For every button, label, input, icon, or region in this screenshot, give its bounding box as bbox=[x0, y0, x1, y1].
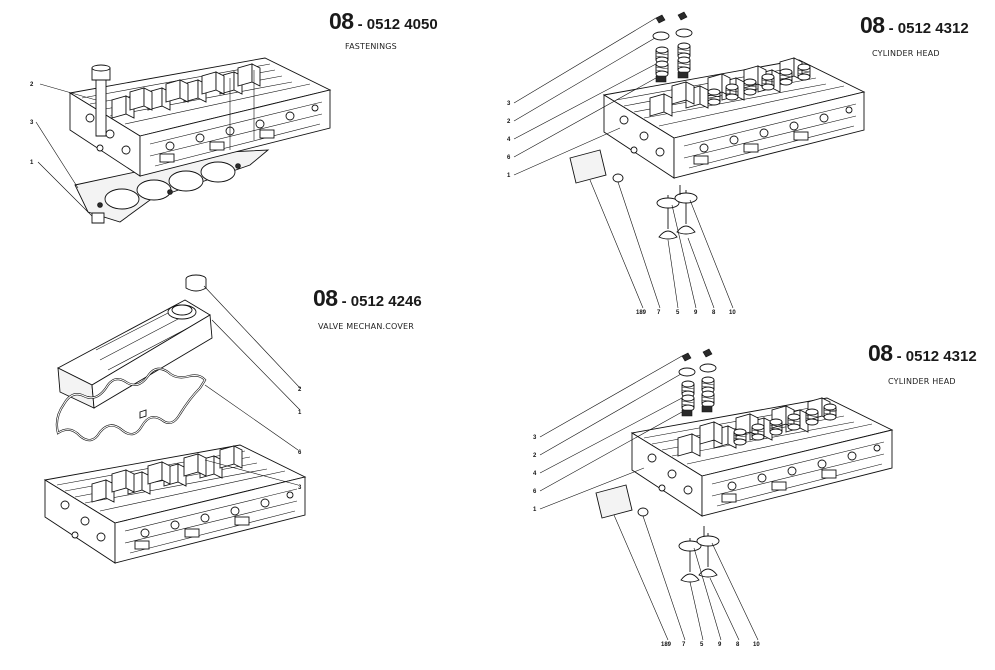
callout-label: 4 bbox=[533, 471, 537, 477]
cylinder-head-drawing-top bbox=[513, 11, 865, 309]
callout-label: 2 bbox=[298, 387, 302, 393]
callout-label: 10 bbox=[729, 310, 736, 316]
callout-label: 1 bbox=[298, 410, 302, 416]
callout-label: 2 bbox=[30, 82, 34, 88]
callout-label: 3 bbox=[507, 101, 511, 107]
callout-label: 7 bbox=[657, 310, 661, 316]
callout-label: 2 bbox=[507, 119, 511, 125]
group-title: CYLINDER HEAD bbox=[872, 49, 940, 58]
part-code: - 0512 4246 bbox=[341, 293, 422, 310]
callout-label: 6 bbox=[298, 450, 302, 456]
callout-label: 189 bbox=[661, 642, 672, 648]
callout-label: 1 bbox=[533, 507, 537, 513]
callout-label: 9 bbox=[694, 310, 698, 316]
callout-label: 1 bbox=[507, 173, 511, 179]
group-title: VALVE MECHAN.COVER bbox=[318, 322, 415, 331]
group-header-valve-cover: 08- 0512 4246 bbox=[313, 285, 422, 312]
group-number: 08 bbox=[860, 12, 885, 38]
group-header-cylinder-head-top: 08- 0512 4312 bbox=[860, 12, 969, 39]
callout-label: 2 bbox=[533, 453, 537, 459]
fastenings-drawing bbox=[35, 57, 331, 224]
callout-label: 6 bbox=[533, 489, 537, 495]
callout-label: 3 bbox=[298, 485, 302, 491]
callout-label: 7 bbox=[682, 642, 686, 648]
group-number: 08 bbox=[329, 8, 354, 34]
group-number: 08 bbox=[868, 340, 893, 366]
part-code: - 0512 4050 bbox=[357, 16, 438, 33]
callout-label: 8 bbox=[736, 642, 740, 648]
group-header-fastenings: 08- 0512 4050 bbox=[329, 8, 438, 35]
callout-label: 5 bbox=[676, 310, 680, 316]
callout-label: 1 bbox=[30, 160, 34, 166]
cylinder-head-drawing-bottom bbox=[539, 348, 893, 641]
callout-label: 3 bbox=[533, 435, 537, 441]
valve-cover-drawing bbox=[44, 274, 306, 564]
group-title: FASTENINGS bbox=[345, 42, 397, 51]
callout-label: 8 bbox=[712, 310, 716, 316]
group-title: CYLINDER HEAD bbox=[888, 377, 956, 386]
group-number: 08 bbox=[313, 285, 338, 311]
callout-label: 9 bbox=[718, 642, 722, 648]
callout-label: 5 bbox=[700, 642, 704, 648]
part-code: - 0512 4312 bbox=[888, 20, 969, 37]
callout-label: 3 bbox=[30, 120, 34, 126]
callout-label: 10 bbox=[753, 642, 760, 648]
part-code: - 0512 4312 bbox=[896, 348, 977, 365]
callout-label: 6 bbox=[507, 155, 511, 161]
group-header-cylinder-head-bottom: 08- 0512 4312 bbox=[868, 340, 977, 367]
callout-label: 4 bbox=[507, 137, 511, 143]
callout-label: 189 bbox=[636, 310, 647, 316]
